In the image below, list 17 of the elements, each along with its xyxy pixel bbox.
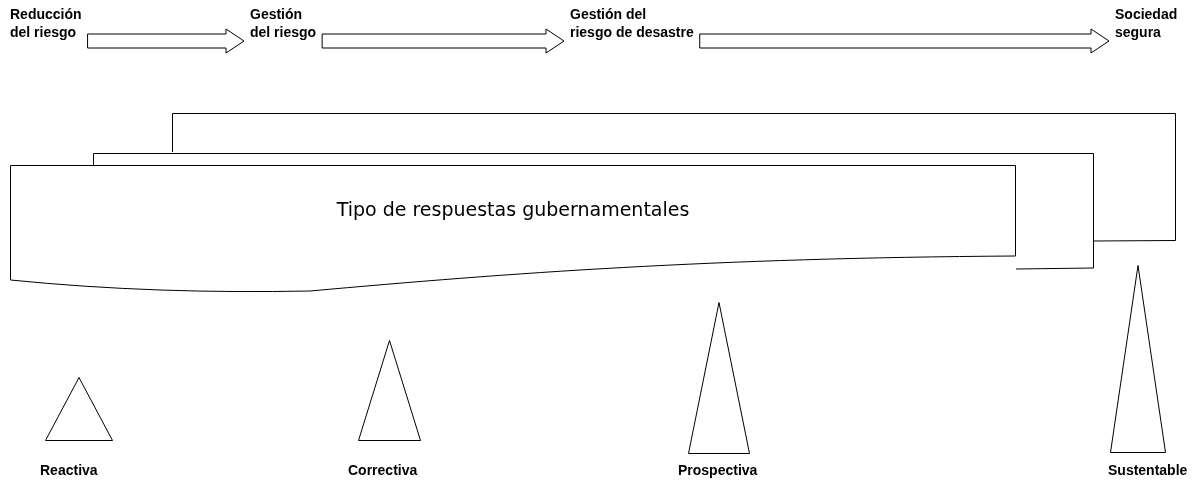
triangle-label: Sustentable xyxy=(1108,462,1188,478)
triangle-label: Reactiva xyxy=(40,462,98,478)
triangle xyxy=(1110,265,1166,453)
stage-label: Gestión del riesgo xyxy=(250,5,317,41)
stage-label: Gestión del riesgo de desastre xyxy=(570,5,694,41)
triangle xyxy=(688,302,750,454)
stage-label: Reducción del riesgo xyxy=(10,5,82,41)
document-title: Tipo de respuestas gubernamentales xyxy=(336,198,690,220)
block-arrow xyxy=(321,28,565,54)
block-arrow xyxy=(699,28,1110,54)
triangle-label: Correctiva xyxy=(348,462,418,478)
document-shape xyxy=(10,165,1016,293)
triangle xyxy=(45,377,113,441)
block-arrow xyxy=(87,28,245,54)
triangle xyxy=(358,340,421,441)
triangle-label: Prospectiva xyxy=(678,462,758,478)
stage-label: Sociedad segura xyxy=(1115,5,1178,41)
